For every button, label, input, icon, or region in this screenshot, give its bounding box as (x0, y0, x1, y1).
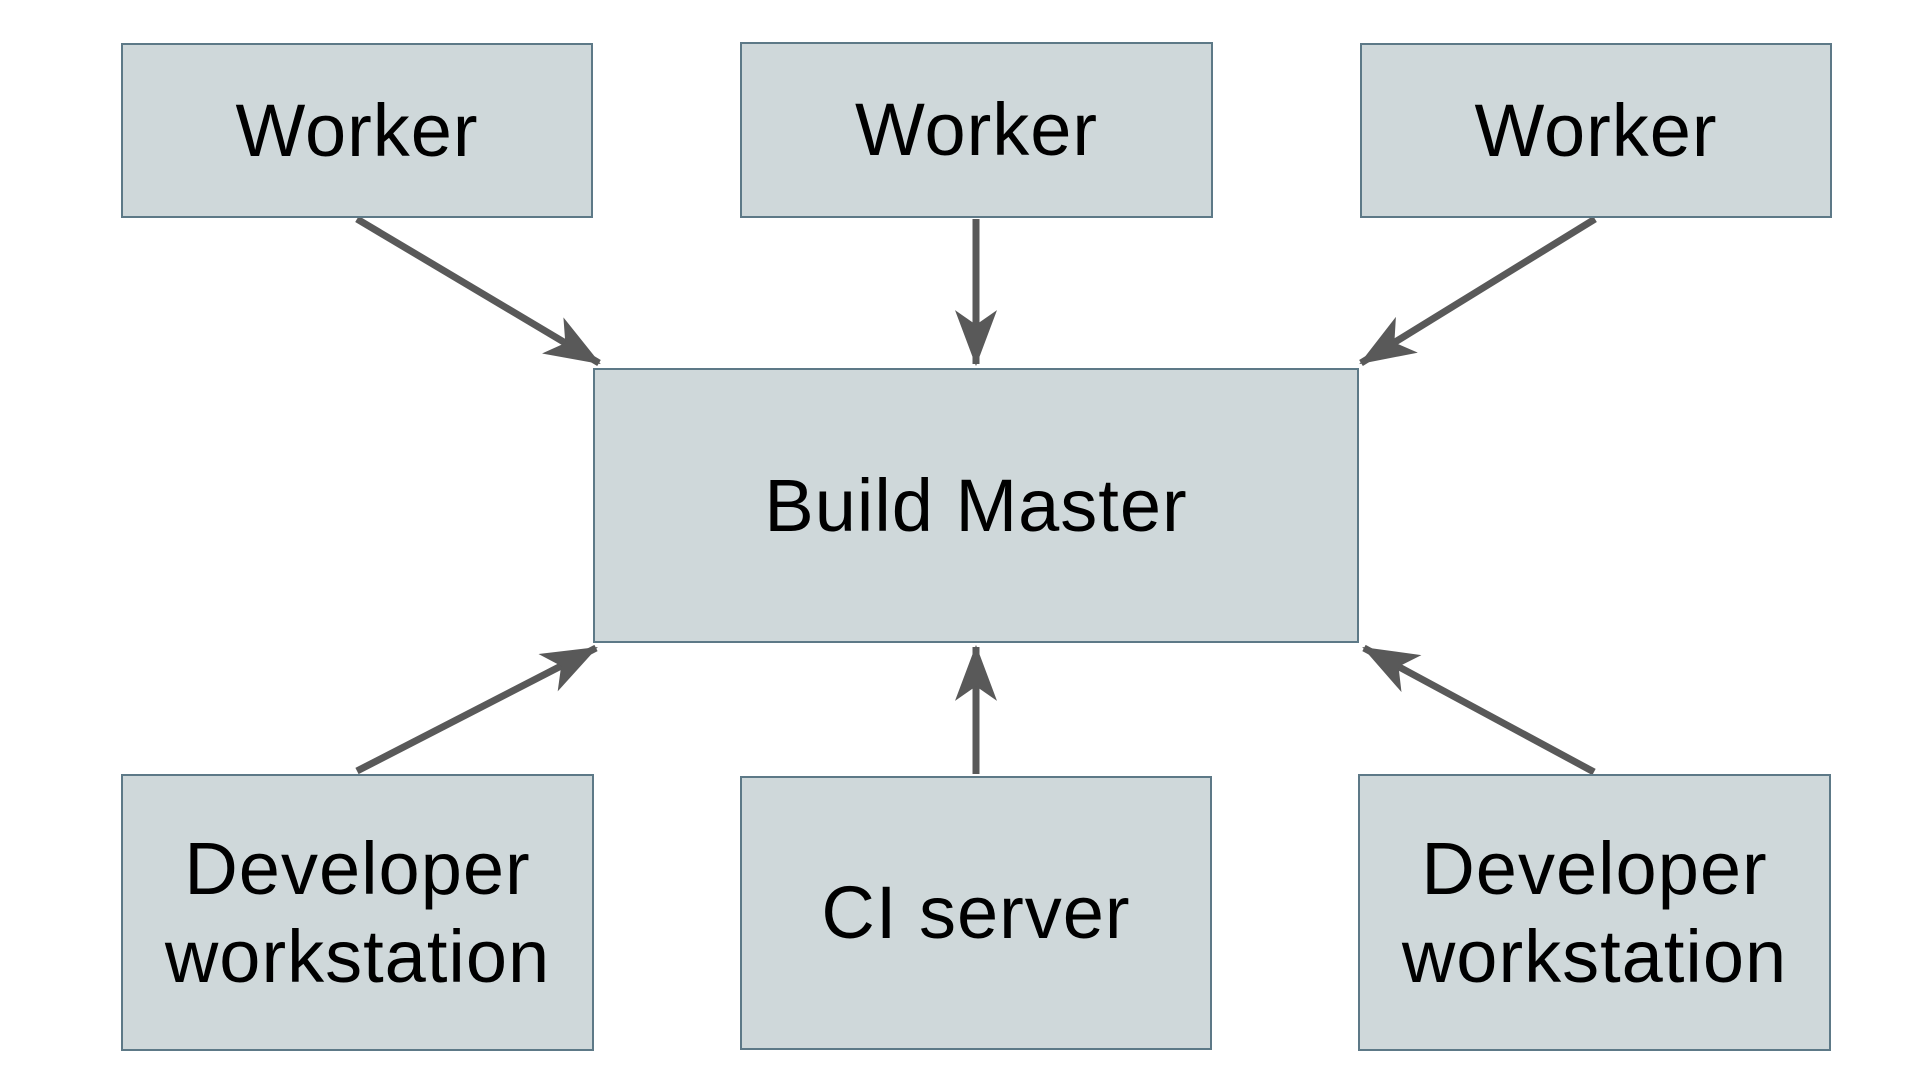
worker-box-1-label: Worker (235, 88, 479, 172)
ci-server-label: CI server (821, 871, 1131, 955)
connector-dev-right-to-build-master (1362, 644, 1596, 776)
worker-box-3-label: Worker (1474, 88, 1718, 172)
developer-workstation-left-label: Developer workstation (164, 827, 551, 998)
build-master-box: Build Master (593, 368, 1359, 643)
developer-workstation-box-left: Developer workstation (121, 774, 594, 1051)
developer-workstation-box-right: Developer workstation (1358, 774, 1831, 1051)
developer-workstation-right-label: Developer workstation (1401, 827, 1788, 998)
connector-worker-3-to-build-master (1359, 216, 1597, 366)
connector-worker-1-to-build-master (355, 215, 601, 367)
worker-box-3: Worker (1360, 43, 1832, 218)
ci-server-box: CI server (740, 776, 1212, 1050)
build-master-label: Build Master (764, 463, 1188, 547)
worker-box-1: Worker (121, 43, 593, 218)
connector-dev-left-to-build-master (355, 644, 598, 775)
worker-box-2-label: Worker (854, 88, 1099, 172)
worker-box-2: Worker (740, 42, 1213, 218)
